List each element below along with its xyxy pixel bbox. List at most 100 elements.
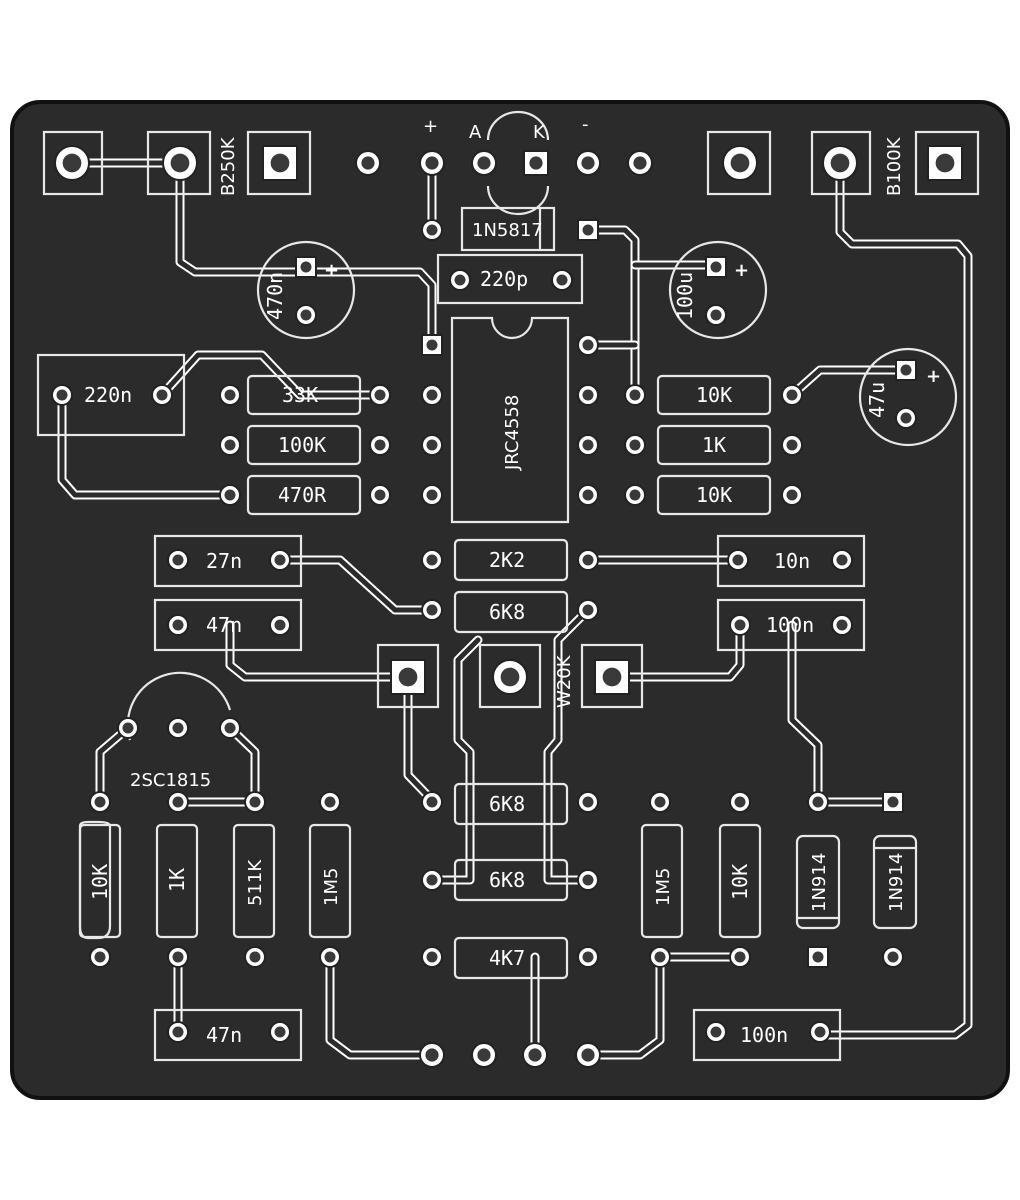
pad-hole-80 (812, 796, 824, 808)
pad-hole-82 (812, 951, 824, 963)
label-47n-b: 47n (206, 1023, 242, 1047)
pad-hole-39 (786, 389, 798, 401)
pad-hole-61 (224, 722, 236, 734)
label-2sc1815: 2SC1815 (130, 770, 211, 791)
pad-hole-41 (786, 439, 798, 451)
pad-hole-7 (581, 156, 595, 170)
pad-hole-38 (629, 389, 641, 401)
pad-hole-86 (710, 1026, 722, 1038)
pad-hole-29 (374, 489, 386, 501)
label-6k8-a: 6K8 (489, 600, 525, 624)
label-100n-a: 100n (766, 613, 814, 637)
pad-hole-52 (732, 554, 744, 566)
label-anode: A (469, 122, 482, 143)
pad-hole-78 (654, 951, 666, 963)
label-6k8-b: 6K8 (489, 792, 525, 816)
label-1k-a: 1K (702, 433, 726, 457)
label-220n: 220n (84, 383, 132, 407)
pad-hole-31 (426, 389, 438, 401)
pad-hole-32 (426, 439, 438, 451)
pad-hole-37 (582, 489, 594, 501)
pad-hole-55 (836, 619, 848, 631)
pad-hole-48 (426, 554, 438, 566)
pad-hole-12 (426, 224, 438, 236)
label-27n: 27n (206, 549, 242, 573)
pad-hole-47 (274, 619, 286, 631)
label-1k-b: 1K (165, 868, 189, 892)
pad-hole-73 (582, 874, 594, 886)
pad-hole-83 (887, 951, 899, 963)
pad-hole-3 (361, 156, 375, 170)
label-2k2: 2K2 (489, 548, 525, 572)
pad-hole-20 (900, 364, 912, 376)
pad-hole-89 (477, 1048, 491, 1062)
pad-hole-25 (374, 389, 386, 401)
pad-hole-59 (122, 722, 134, 734)
pad-hole-18 (710, 261, 722, 273)
silkscreen-labels: B250K B100K + - A K 1N5817 220p 470n 100… (84, 114, 941, 1047)
pad-hole-44 (172, 554, 184, 566)
silkscreen-outlines (36, 110, 980, 1062)
polarity-plus-470n: + (324, 260, 339, 281)
pad-hole-69 (324, 951, 336, 963)
label-1n5817: 1N5817 (472, 220, 543, 241)
pad-hole-87 (814, 1026, 826, 1038)
pad-hole-70 (426, 796, 438, 808)
pad-hole-0 (62, 153, 82, 173)
label-1n914-a: 1N914 (809, 853, 830, 912)
label-511k: 511K (245, 859, 266, 906)
label-100u: 100u (673, 272, 697, 320)
label-10k-d: 10K (728, 864, 752, 900)
label-10k-c: 10K (88, 864, 112, 900)
label-1n914-b: 1N914 (886, 853, 907, 912)
label-33k: 33K (282, 383, 318, 407)
pad-hole-1 (170, 153, 190, 173)
label-jrc4558: JRC4558 (502, 395, 523, 471)
pad-hole-71 (582, 796, 594, 808)
pads (51, 145, 963, 1068)
polarity-plus-100u: + (734, 260, 749, 281)
label-10n: 10n (774, 549, 810, 573)
pad-hole-43 (786, 489, 798, 501)
pad-hole-46 (172, 619, 184, 631)
pad-hole-27 (374, 439, 386, 451)
copper-traces (57, 158, 973, 1060)
pad-hole-51 (582, 604, 594, 616)
pad-hole-4 (425, 156, 439, 170)
pad-hole-26 (224, 439, 236, 451)
pad-hole-9 (730, 153, 750, 173)
pad-hole-91 (581, 1048, 595, 1062)
pad-hole-66 (94, 951, 106, 963)
label-pot-right: B100K (884, 136, 905, 196)
pad-hole-65 (324, 796, 336, 808)
pad-hole-45 (274, 554, 286, 566)
label-100k: 100K (278, 433, 326, 457)
pad-hole-84 (172, 1026, 184, 1038)
pad-hole-50 (426, 604, 438, 616)
label-10k-a: 10K (696, 383, 732, 407)
label-4k7: 4K7 (489, 946, 525, 970)
pad-hole-35 (582, 389, 594, 401)
pad-hole-79 (734, 951, 746, 963)
pad-hole-60 (172, 722, 184, 734)
pad-hole-62 (94, 796, 106, 808)
pad-hole-8 (633, 156, 647, 170)
label-220p: 220p (480, 267, 528, 291)
pad-hole-22 (56, 389, 68, 401)
label-1m5-b: 1M5 (653, 868, 674, 906)
label-1m5-a: 1M5 (321, 868, 342, 906)
polarity-plus-47u: + (926, 366, 941, 387)
label-kathode: K (533, 122, 546, 143)
label-w20k: W20K (554, 654, 575, 708)
pad-hole-77 (734, 796, 746, 808)
label-6k8-c: 6K8 (489, 868, 525, 892)
pad-hole-90 (528, 1048, 542, 1062)
pad-hole-36 (582, 439, 594, 451)
pad-hole-85 (274, 1026, 286, 1038)
pad-hole-81 (887, 796, 899, 808)
pad-hole-30 (426, 339, 438, 351)
pad-hole-15 (556, 274, 568, 286)
pad-hole-34 (582, 339, 594, 351)
pad-hole-33 (426, 489, 438, 501)
